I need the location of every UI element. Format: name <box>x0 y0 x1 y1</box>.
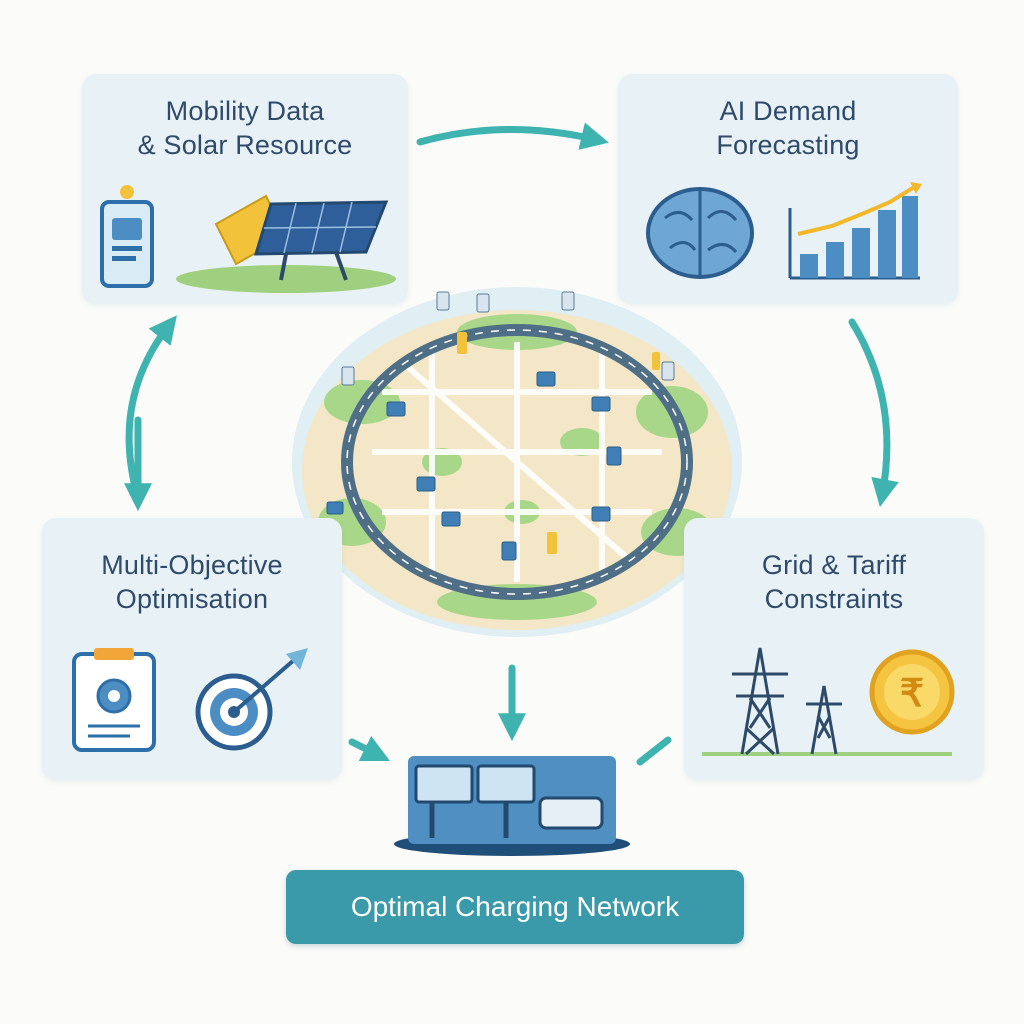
rupee-symbol: ₹ <box>900 673 924 715</box>
node-ai-forecasting: AI Demand Forecasting <box>618 74 958 304</box>
checklist-gear-icon <box>72 648 156 752</box>
brain-icon <box>646 187 754 279</box>
node-mobility-line1: Mobility Data <box>165 96 325 126</box>
optimisation-illustration <box>72 648 308 752</box>
grid-tariff-illustration: ₹ <box>702 647 955 756</box>
arrow-moo-to-mobility <box>125 315 177 502</box>
charging-station-icon <box>394 756 630 856</box>
city-map-icon <box>292 287 742 637</box>
target-icon <box>195 648 308 751</box>
bar-chart-icon <box>788 182 922 280</box>
output-optimal-network: Optimal Charging Network <box>286 870 744 944</box>
node-mobility-line2: & Solar Resource <box>137 130 353 160</box>
node-grid-tariff: Grid & Tariff Constraints ₹ <box>684 518 984 780</box>
solar-panel-icon <box>214 194 389 281</box>
node-ai-title: AI Demand Forecasting <box>618 94 958 162</box>
node-moo-title: Multi-Objective Optimisation <box>42 548 342 616</box>
arrow-ai-to-grid <box>848 318 899 508</box>
ai-forecast-illustration <box>646 182 922 280</box>
node-mobility-title: Mobility Data & Solar Resource <box>82 94 408 162</box>
node-grid-title: Grid & Tariff Constraints <box>684 548 984 616</box>
node-moo-line2: Optimisation <box>115 584 269 614</box>
node-grid-line2: Constraints <box>764 584 904 614</box>
node-mobility-solar: Mobility Data & Solar Resource <box>82 74 408 304</box>
mobility-solar-illustration <box>100 185 396 293</box>
node-grid-line1: Grid & Tariff <box>761 550 907 580</box>
node-ai-line2: Forecasting <box>716 130 860 160</box>
arrow-moo-to-output <box>348 735 391 762</box>
node-ai-line1: AI Demand <box>719 96 857 126</box>
node-moo-line1: Multi-Objective <box>101 550 283 580</box>
arrow-grid-to-output <box>636 736 672 766</box>
smartphone-icon <box>100 185 154 288</box>
node-multi-objective: Multi-Objective Optimisation <box>42 518 342 780</box>
rupee-coin-icon: ₹ <box>869 649 955 735</box>
transmission-tower-icon <box>732 647 842 756</box>
arrow-mobility-to-ai <box>416 122 609 150</box>
